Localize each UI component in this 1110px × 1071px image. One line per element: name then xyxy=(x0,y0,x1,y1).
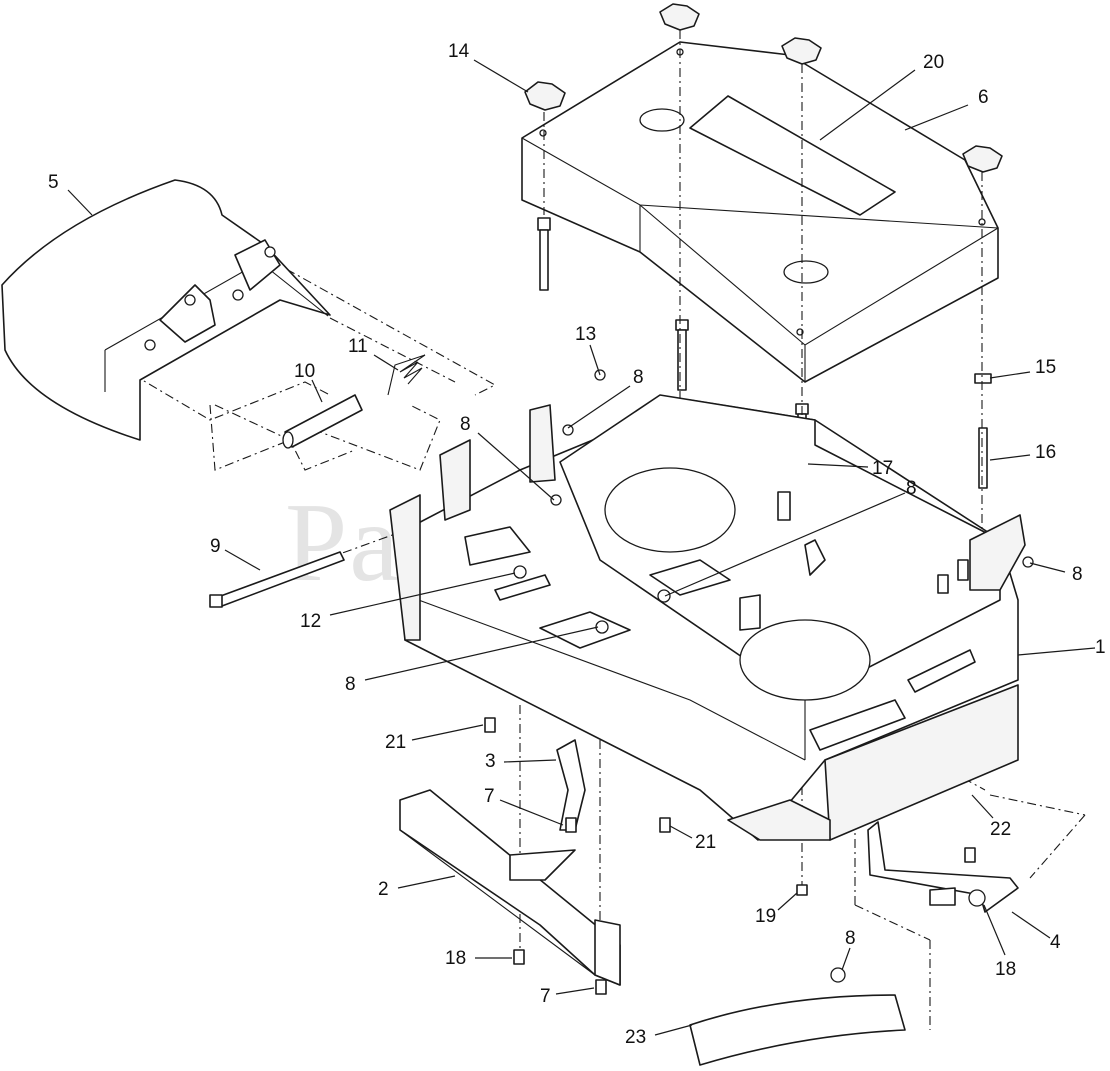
callout-9: 9 xyxy=(210,536,221,557)
callout-4: 4 xyxy=(1050,932,1061,953)
callout-8-top: 8 xyxy=(633,367,644,388)
callout-8-right: 8 xyxy=(1072,564,1083,585)
callout-8-lower-left: 8 xyxy=(345,674,356,695)
stud-part-16 xyxy=(978,427,988,489)
callout-18-right: 18 xyxy=(995,959,1016,980)
leader-lines xyxy=(67,59,1096,1036)
callout-21-right: 21 xyxy=(695,832,716,853)
deflector-part-5 xyxy=(1,179,331,441)
baffle-part-3 xyxy=(556,739,586,831)
callout-labels: 14 20 6 5 13 11 10 8 15 8 16 17 8 9 8 12… xyxy=(48,41,1106,1048)
spring-part-11 xyxy=(387,354,426,396)
callout-8-upper-left: 8 xyxy=(460,414,471,435)
callout-6: 6 xyxy=(978,87,989,108)
callout-22: 22 xyxy=(990,819,1011,840)
callout-11: 11 xyxy=(348,336,368,357)
callout-10: 10 xyxy=(294,361,315,382)
callout-5: 5 xyxy=(48,172,59,193)
shield-part-23 xyxy=(689,994,906,1066)
callout-3: 3 xyxy=(485,751,496,772)
callout-7-lower: 7 xyxy=(540,986,551,1007)
callout-16: 16 xyxy=(1035,442,1056,463)
callout-18-left: 18 xyxy=(445,948,466,969)
callout-14: 14 xyxy=(448,41,470,62)
callout-8-center-right: 8 xyxy=(906,478,917,499)
decal-part-20 xyxy=(689,95,896,216)
fasteners xyxy=(484,717,986,995)
callout-7-upper: 7 xyxy=(484,786,495,807)
callout-8-bottom: 8 xyxy=(845,928,856,949)
callout-21-left: 21 xyxy=(385,732,406,753)
callout-12: 12 xyxy=(300,611,321,632)
callout-17: 17 xyxy=(872,458,893,479)
bracket-part-2 xyxy=(399,789,621,986)
bolt-part-9 xyxy=(209,551,345,608)
callout-19: 19 xyxy=(755,906,776,927)
bracket-part-4 xyxy=(867,821,1019,913)
knob-part-14 xyxy=(524,3,1003,173)
callout-23: 23 xyxy=(625,1027,646,1048)
callout-15: 15 xyxy=(1035,357,1056,378)
callout-2: 2 xyxy=(378,879,389,900)
callout-13: 13 xyxy=(575,324,596,345)
callout-20: 20 xyxy=(923,52,944,73)
deck-part-1 xyxy=(389,369,1034,841)
callout-1: 1 xyxy=(1095,637,1106,658)
rod-part-10 xyxy=(282,394,363,449)
